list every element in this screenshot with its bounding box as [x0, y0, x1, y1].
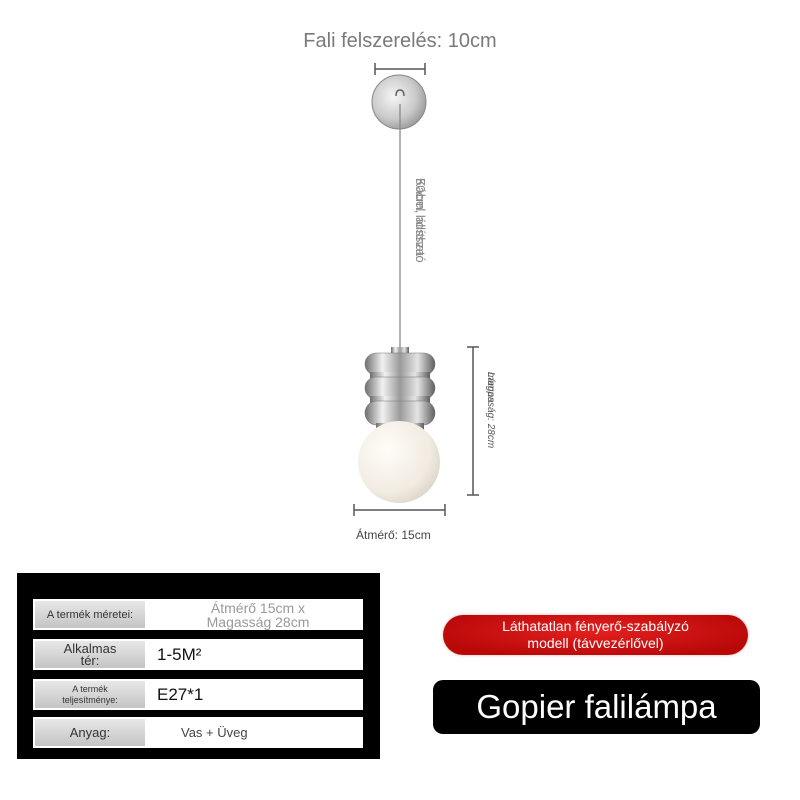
- spec-power-label-line1: A termék: [72, 683, 108, 694]
- dimmer-badge-line2: modell (távvezérlővel): [527, 635, 664, 651]
- cable-length-line2: 50cm, állítható: [413, 178, 428, 263]
- spec-space-value: 1-5M²: [157, 644, 202, 664]
- spec-size-value-line2: Magasság 28cm: [206, 613, 310, 630]
- diameter-dimension-line: [353, 504, 446, 516]
- spec-material-value: Vas + Üveg: [181, 725, 248, 740]
- chrome-body: [364, 347, 436, 433]
- spec-row-material: Anyag: Vas + Üveg: [33, 717, 363, 748]
- wall-plate: [371, 74, 427, 130]
- spec-row-power: A termék teljesítménye: E27*1: [33, 679, 363, 710]
- spec-row-size: A termék méretei: Átmérő 15cm x Magasság…: [33, 599, 363, 630]
- diameter-label: Átmérő: 15cm: [356, 528, 431, 542]
- spec-panel: A termék méretei: Átmérő 15cm x Magasság…: [17, 573, 380, 759]
- spec-size-value-line1: Átmérő 15cm x: [210, 599, 306, 616]
- cable-length-label: Kábel hossza: 50cm, állítható: [412, 178, 460, 298]
- lamp-height-line2: magasság: 28cm: [485, 372, 496, 449]
- lamp-height-line1: Lámpa: [485, 372, 496, 403]
- lamp-height-label: Lámpa magasság: 28cm: [484, 372, 516, 482]
- spec-space-label-line2: tér:: [80, 652, 100, 668]
- spec-space-label-line1: Alkalmas: [63, 640, 117, 656]
- spec-row-space: Alkalmas tér: 1-5M²: [33, 639, 363, 670]
- spec-space-label: Alkalmas tér:: [35, 641, 145, 668]
- spec-power-label: A termék teljesítménye:: [35, 681, 145, 708]
- cable-length-line1: Kábel hossza:: [413, 178, 428, 260]
- spec-power-value: E27*1: [157, 684, 204, 704]
- spec-size-label: A termék méretei:: [35, 601, 145, 628]
- product-title: Gopier falilámpa: [433, 680, 760, 734]
- lamp-illustration: [353, 63, 479, 516]
- glass-globe: [358, 421, 440, 503]
- dimmer-model-badge: Láthatatlan fényerő-szabályzó modell (tá…: [443, 615, 748, 655]
- wall-mount-dimension-line: [374, 63, 426, 75]
- dimmer-badge-line1: Láthatatlan fényerő-szabályzó: [502, 618, 689, 634]
- wall-mount-label: Fali felszerelés: 10cm: [303, 30, 497, 52]
- lamp-height-dimension-line: [467, 346, 479, 496]
- spec-material-label: Anyag:: [35, 719, 145, 746]
- spec-size-value: Átmérő 15cm x Magasság 28cm: [163, 599, 353, 630]
- spec-power-label-line2: teljesítménye:: [62, 694, 118, 705]
